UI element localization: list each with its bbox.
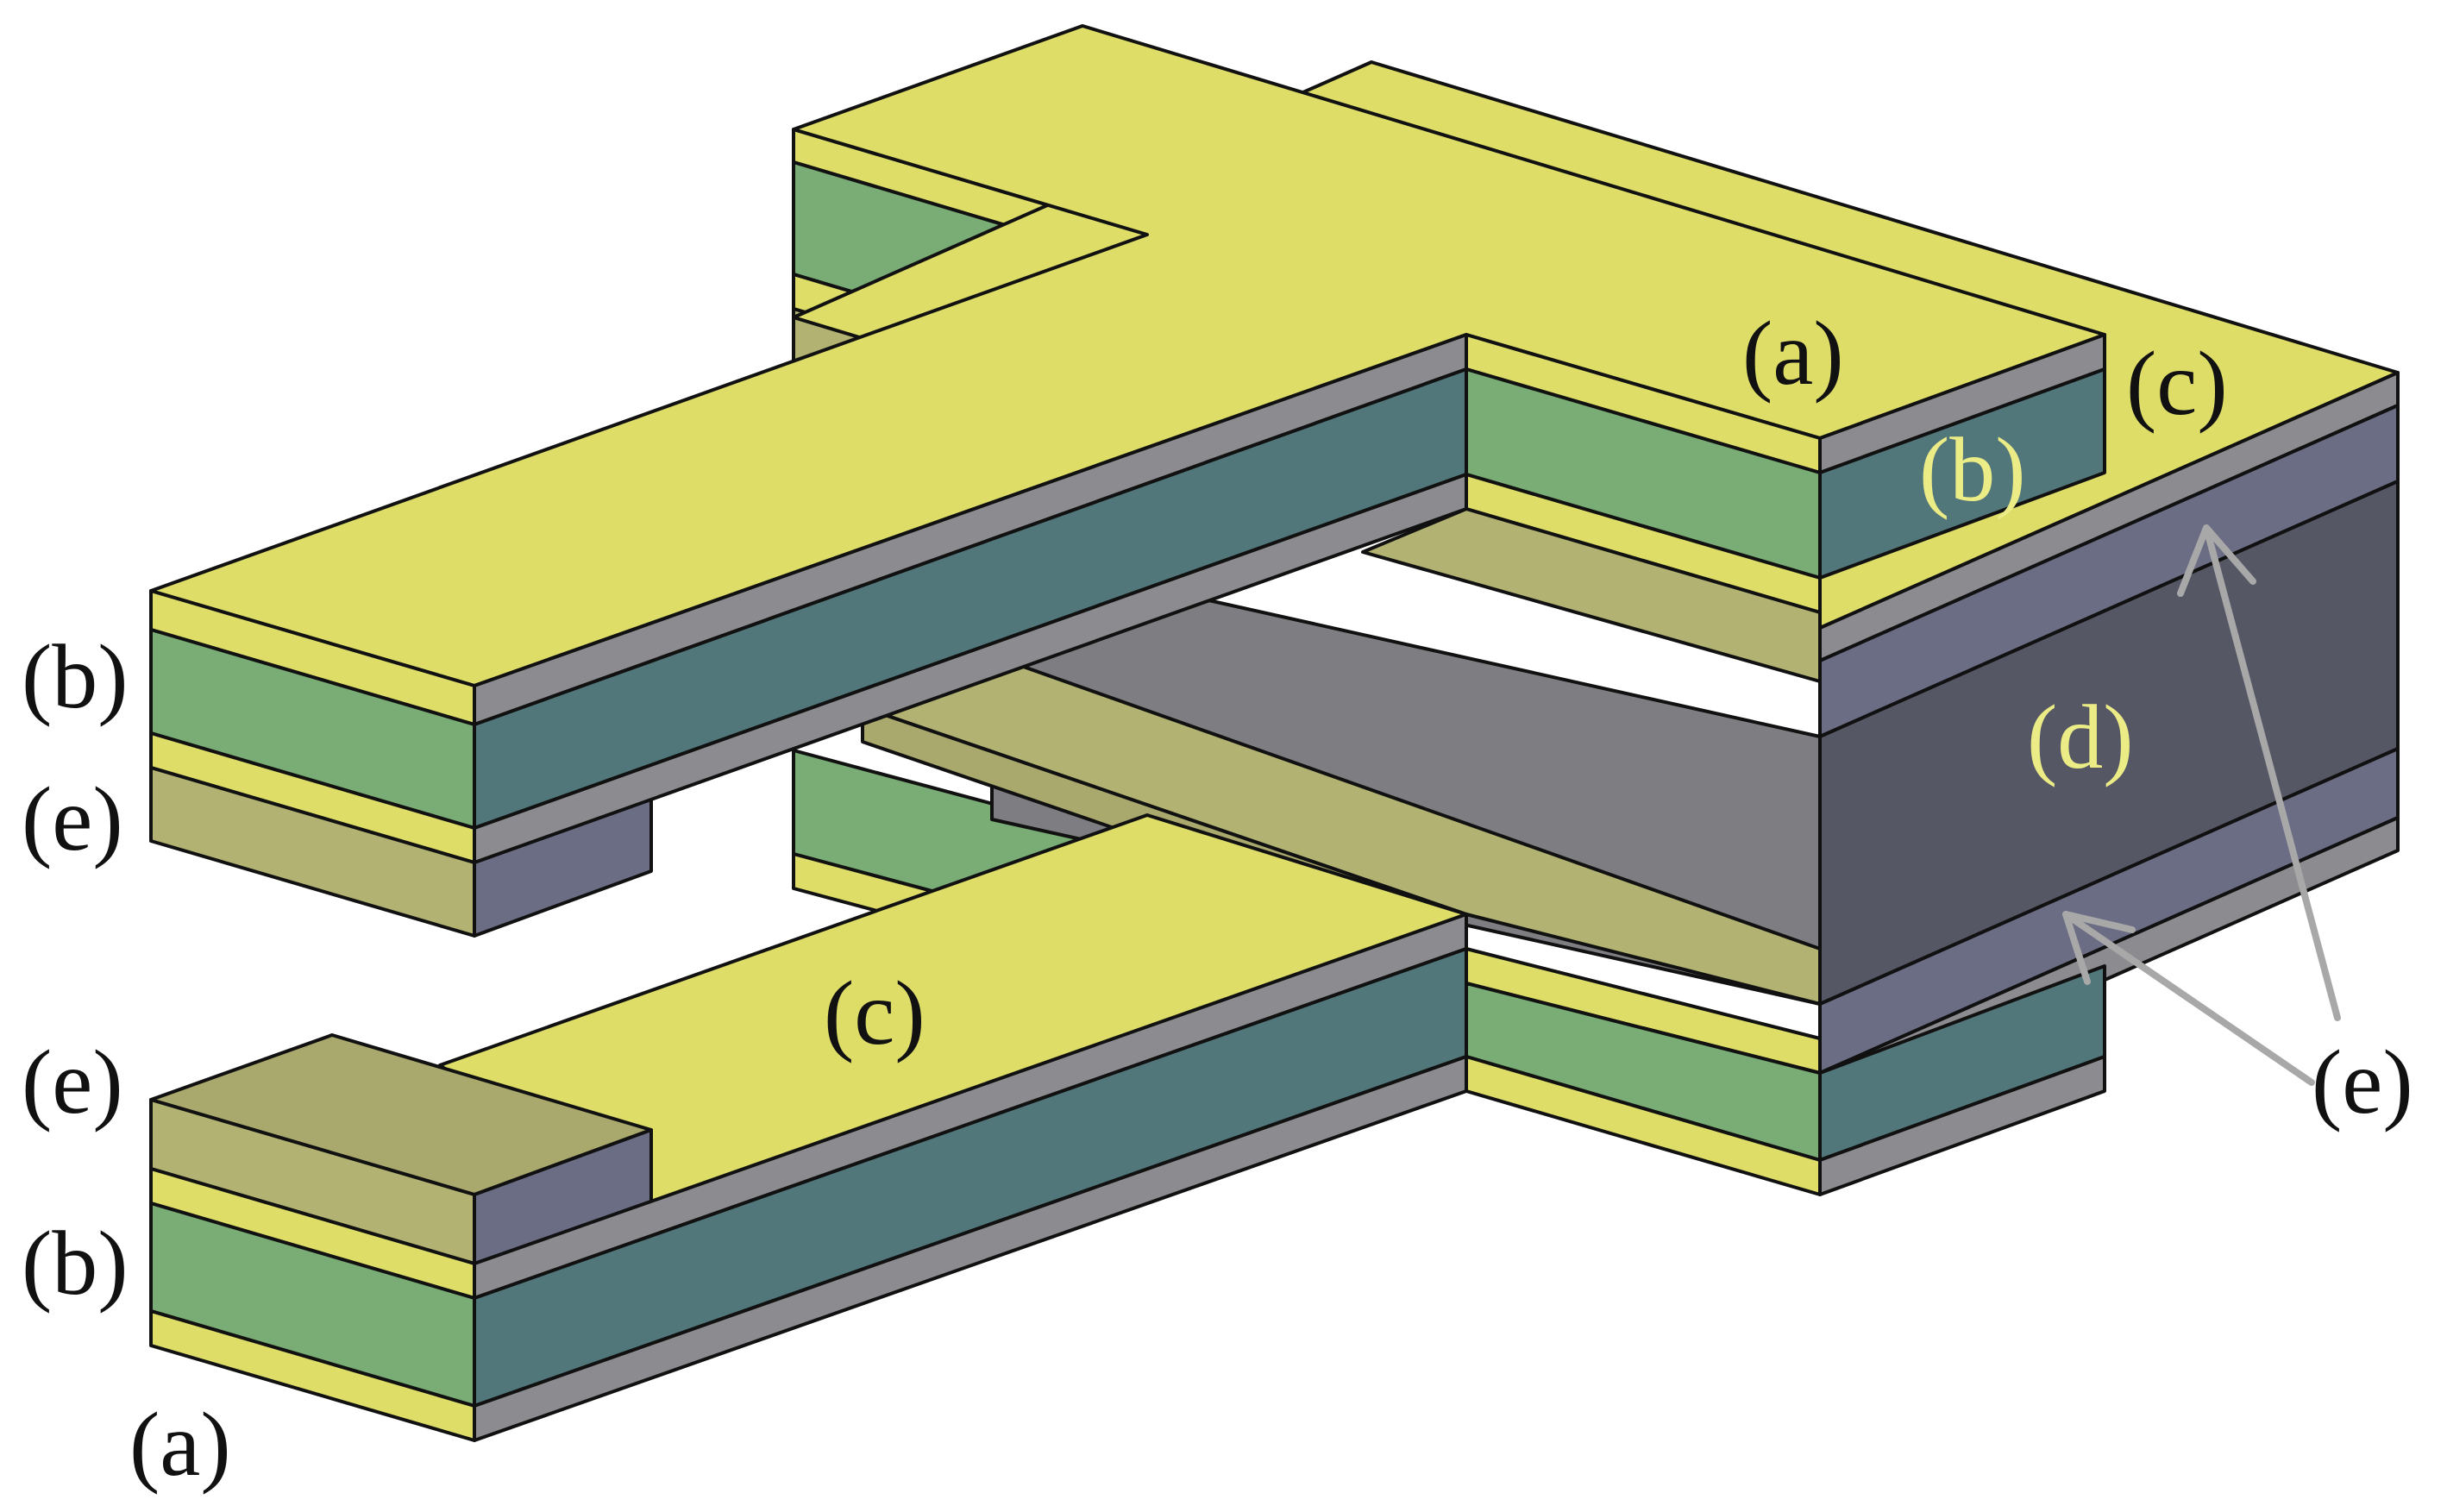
label-c-mid: (c) (824, 963, 925, 1063)
label-a-top: (a) (1742, 303, 1844, 404)
label-e-left-top: (e) (22, 769, 123, 869)
upper-comb (149, 24, 2106, 938)
upper-tip-teal (1818, 367, 2106, 580)
lower-tip-gray (1818, 1055, 2106, 1196)
label-e-right: (e) (2312, 1032, 2413, 1132)
annotation-arrows (2062, 524, 2341, 1086)
arrow-e-lower (2062, 911, 2315, 1086)
labels: (a) (c) (b) (d) (b) (e) (c) (e) (b) (a) … (22, 303, 2413, 1495)
label-a-bottom: (a) (129, 1394, 231, 1495)
upper-end-olive (1361, 507, 1822, 683)
label-b-left-bottom: (b) (22, 1213, 129, 1314)
lower-comb (149, 813, 2106, 1442)
label-d-face: (d) (2027, 687, 2134, 787)
arrow-e-upper-head (2177, 524, 2256, 597)
label-e-left-bottom: (e) (22, 1032, 123, 1132)
arrow-e-upper (2203, 524, 2341, 1021)
label-b-left-top: (b) (22, 626, 129, 727)
arrow-e-lower-head (2062, 911, 2136, 985)
label-b-face: (b) (1919, 419, 2026, 520)
label-c-top: (c) (2126, 333, 2228, 434)
